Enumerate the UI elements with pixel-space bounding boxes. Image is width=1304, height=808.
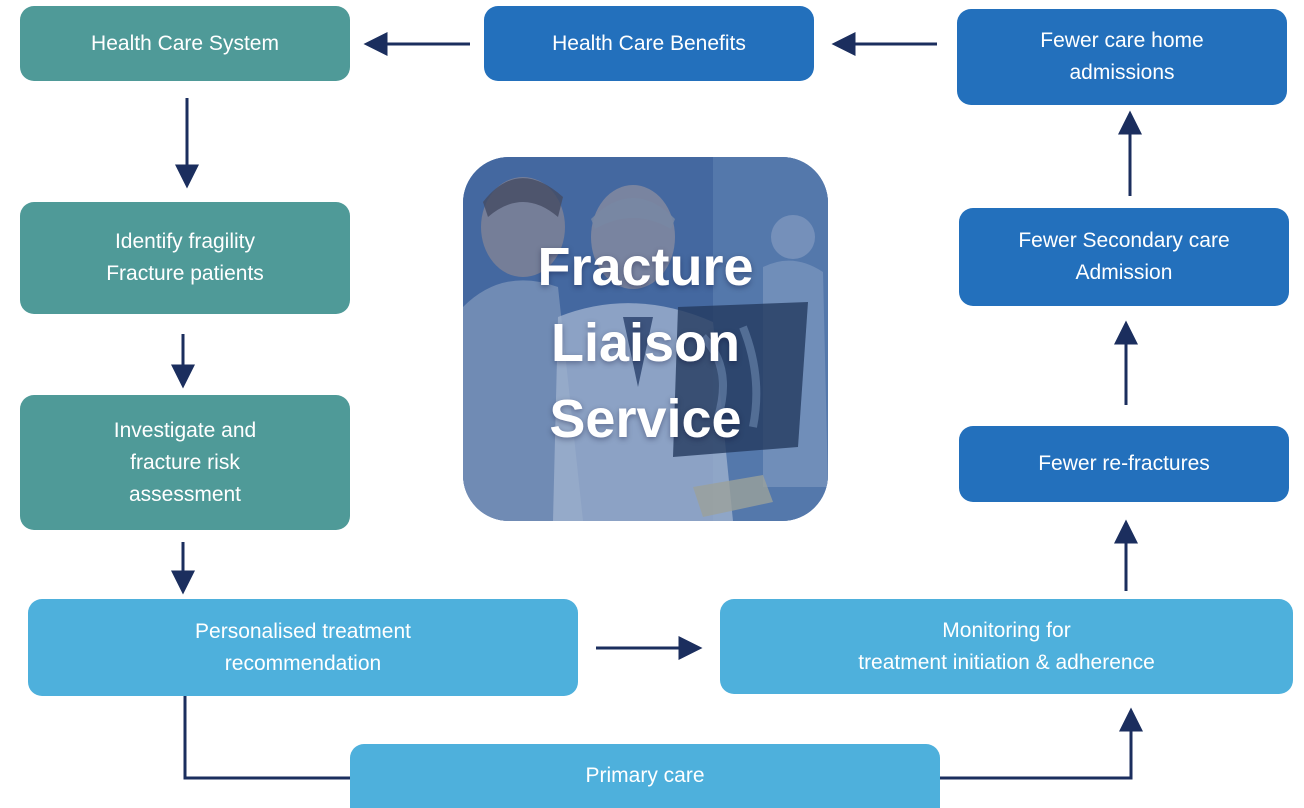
node-monitoring-adherence: Monitoring for treatment initiation & ad… xyxy=(720,599,1293,694)
doctor-xray-illustration xyxy=(463,157,828,521)
node-fewer-care-home-admissions: Fewer care home admissions xyxy=(957,9,1287,105)
center-title: Fracture Liaison Service xyxy=(537,237,754,449)
node-label: Identify fragility Fracture patients xyxy=(106,230,264,285)
node-label: Monitoring for treatment initiation & ad… xyxy=(858,618,1155,674)
node-personalised-treatment: Personalised treatment recommendation xyxy=(28,599,578,696)
node-label: Fewer re-fractures xyxy=(1038,452,1210,475)
line-personalised-to-primary xyxy=(183,696,350,780)
node-fewer-secondary-care: Fewer Secondary care Admission xyxy=(959,208,1289,306)
node-health-care-benefits: Health Care Benefits xyxy=(484,6,814,81)
node-fewer-re-fractures: Fewer re-fractures xyxy=(959,426,1289,502)
node-label: Health Care System xyxy=(91,31,279,55)
node-label: Health Care Benefits xyxy=(552,31,746,55)
node-identify-fragility: Identify fragility Fracture patients xyxy=(20,202,350,314)
node-label: Fewer Secondary care Admission xyxy=(1018,229,1230,284)
center-image-tile: Fracture Liaison Service xyxy=(463,157,828,521)
node-label: Investigate and fracture risk assessment xyxy=(113,418,257,506)
node-label: Fewer care home admissions xyxy=(1040,29,1204,84)
node-primary-care: Primary care xyxy=(350,744,940,808)
node-label: Personalised treatment recommendation xyxy=(195,619,411,675)
node-investigate-risk-assessment: Investigate and fracture risk assessment xyxy=(20,395,350,530)
node-health-care-system: Health Care System xyxy=(20,6,350,81)
node-label: Primary care xyxy=(585,764,705,787)
arrow-primary-to-monitoring xyxy=(940,707,1143,780)
